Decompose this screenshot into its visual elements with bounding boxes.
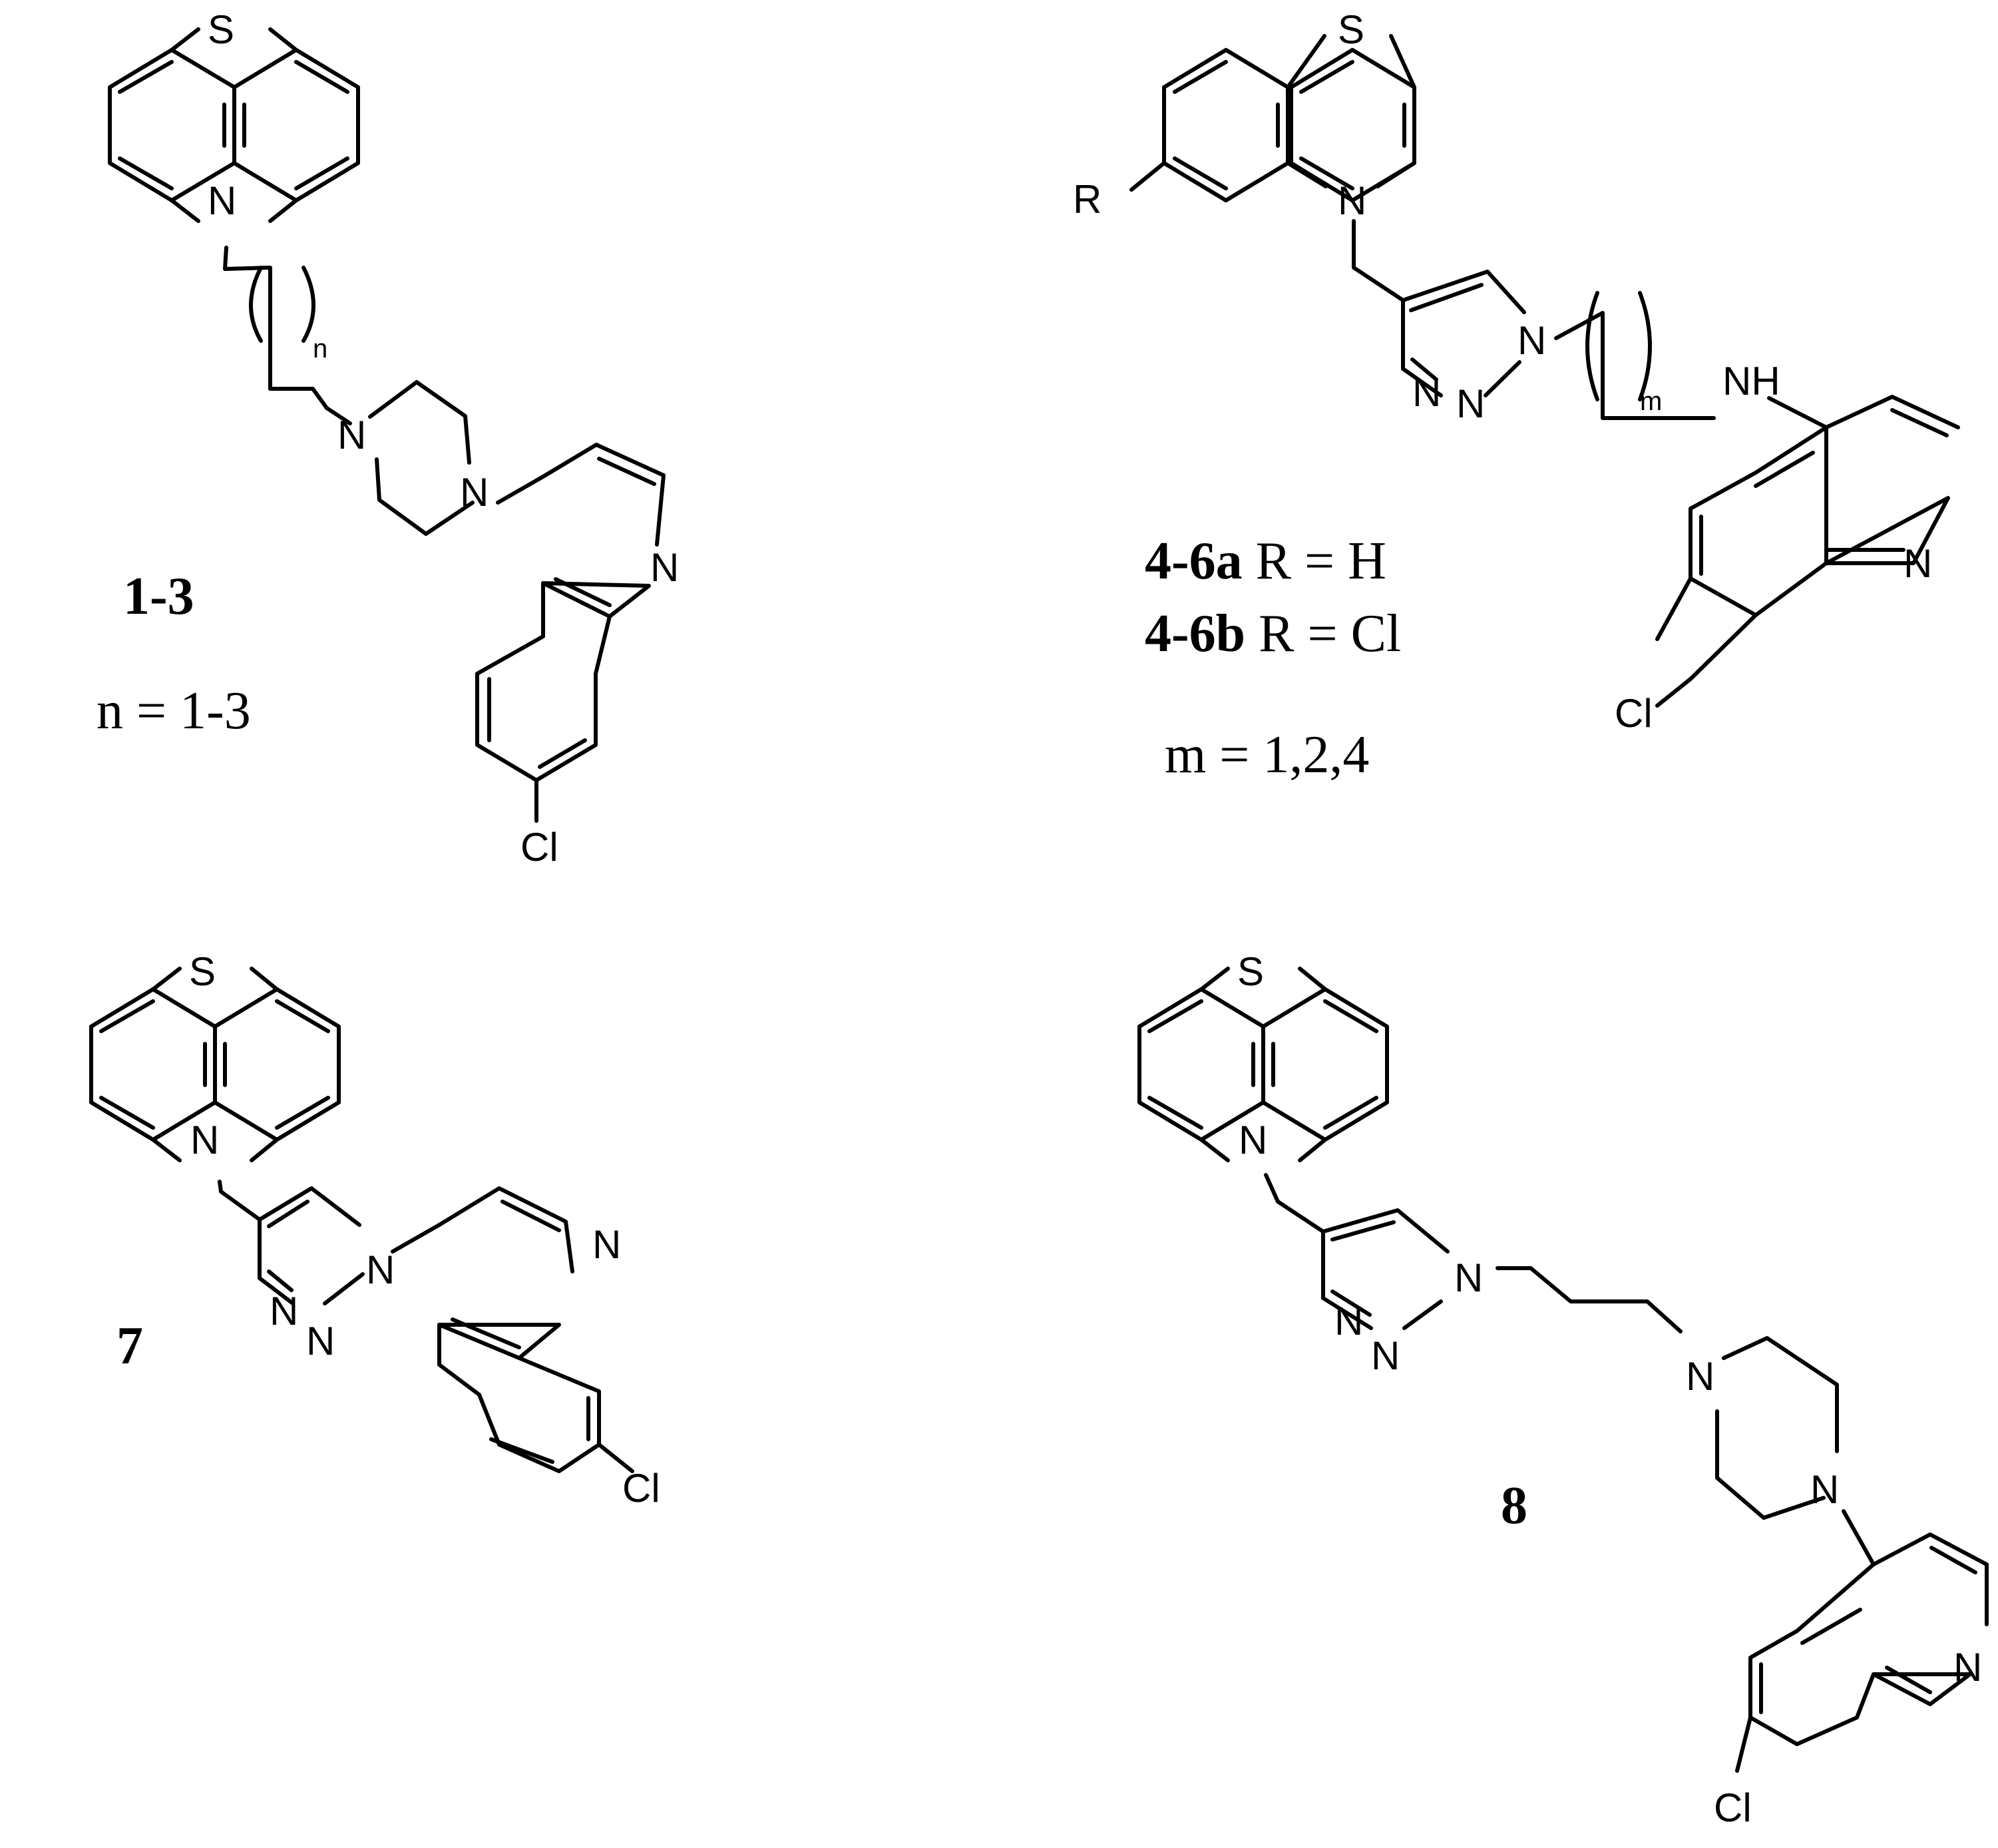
atom-label-n: N	[592, 1222, 621, 1267]
compound-4-6-atom-labels: R S N N N N m NH N Cl	[1073, 7, 1932, 736]
compound-7-structure	[89, 967, 634, 1473]
compound-4-6b-number: 4-6b	[1145, 604, 1245, 663]
compound-8-structure	[1137, 967, 1989, 1773]
atom-label-n: N	[337, 413, 366, 457]
atom-label-n: N	[1686, 1354, 1714, 1399]
compound-4-6-condition: m = 1,2,4	[1165, 726, 1369, 784]
atom-label-cl: Cl	[520, 825, 558, 869]
compound-4-6a-definition: R = H	[1243, 532, 1386, 590]
atom-label-r: R	[1073, 177, 1101, 222]
compound-4-6b-label: 4-6b R = Cl	[1145, 604, 1401, 663]
compound-1-3-atom-labels: S N n N N N Cl	[208, 7, 679, 869]
compound-4-6b-definition: R = Cl	[1245, 604, 1401, 663]
atom-label-n: N	[1371, 1333, 1400, 1378]
atom-label-cl: Cl	[1714, 1785, 1752, 1830]
compound-7-atom-labels: S N N N N N Cl	[189, 949, 660, 1510]
atom-label-s: S	[189, 949, 216, 994]
atom-label-s: S	[1338, 7, 1364, 52]
atom-label-s: S	[208, 7, 234, 52]
atom-label-n: N	[460, 470, 489, 515]
subscript-m: m	[1640, 387, 1662, 416]
atom-label-n: N	[1456, 381, 1485, 426]
atom-label-n: N	[270, 1289, 298, 1333]
atom-label-n: N	[1338, 178, 1366, 223]
atom-label-cl: Cl	[1615, 691, 1653, 736]
subscript-n: n	[313, 334, 327, 363]
compound-4-6-structure	[1129, 34, 1960, 708]
compound-8-number: 8	[1501, 1477, 1527, 1535]
compound-1-3-condition: n = 1-3	[97, 682, 251, 740]
compound-8-atom-labels: S N N N N N N N Cl	[1237, 949, 1982, 1830]
atom-label-n: N	[1412, 370, 1441, 415]
atom-label-n: N	[1903, 541, 1932, 586]
atom-label-n: N	[366, 1248, 395, 1292]
atom-label-nh: NH	[1722, 359, 1780, 403]
atom-label-n: N	[1239, 1118, 1267, 1162]
atom-label-n: N	[1517, 318, 1546, 363]
atom-label-n: N	[650, 545, 679, 590]
atom-label-n: N	[1953, 1645, 1982, 1690]
atom-label-n: N	[306, 1319, 335, 1363]
atom-label-n: N	[1454, 1256, 1483, 1300]
atom-label-n: N	[1810, 1467, 1839, 1512]
atom-label-n: N	[208, 178, 236, 223]
atom-label-s: S	[1237, 949, 1264, 994]
atom-label-cl: Cl	[622, 1466, 660, 1510]
compound-4-6a-label: 4-6a R = H	[1145, 532, 1386, 590]
compound-1-3-number: 1-3	[123, 567, 194, 626]
compound-7-number: 7	[116, 1317, 143, 1375]
atom-label-n: N	[190, 1118, 219, 1162]
compound-1-3-structure	[108, 27, 666, 823]
atom-label-n: N	[1334, 1299, 1363, 1343]
compound-4-6a-number: 4-6a	[1145, 532, 1243, 590]
